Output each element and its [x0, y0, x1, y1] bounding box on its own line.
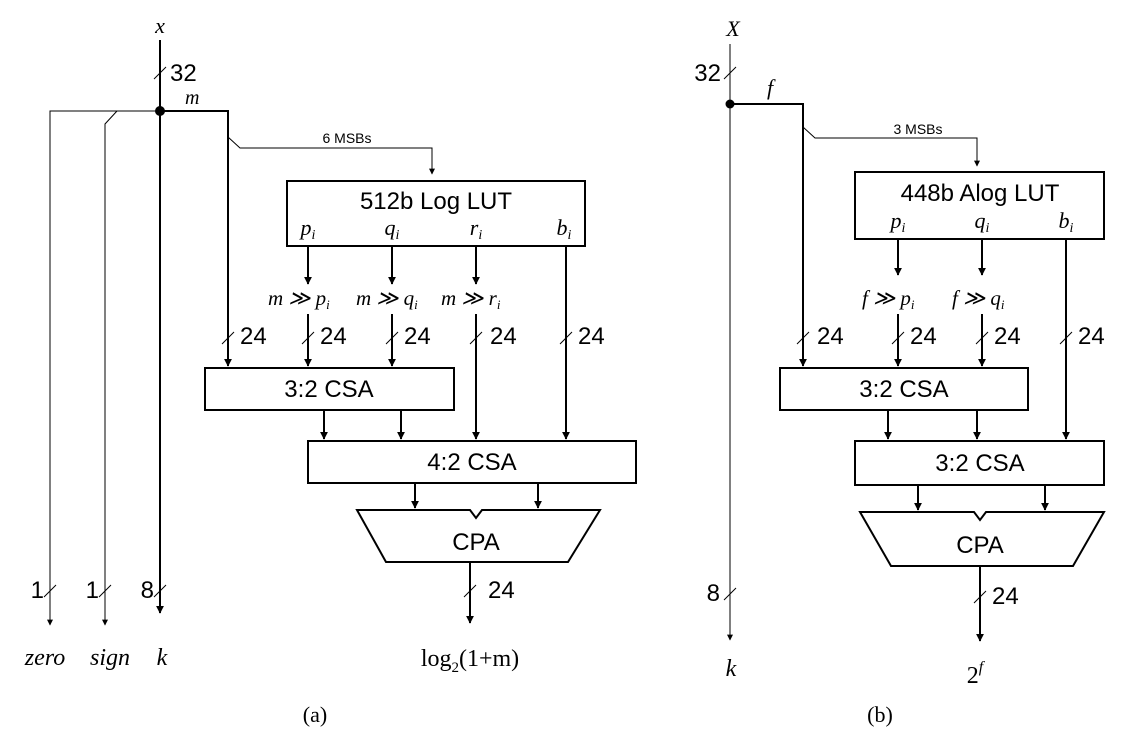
bus-slash: [891, 331, 905, 345]
lut-out-p: pi: [299, 215, 316, 243]
zero-width-label: 1: [31, 577, 44, 604]
csa-4-2-box: [307, 440, 637, 484]
cpa-block: [355, 509, 602, 563]
bus-slash: [153, 584, 167, 598]
sign-wire: [102, 110, 118, 626]
bus-slash: [469, 331, 483, 345]
zero-wire: [47, 110, 160, 626]
bus-slash: [559, 331, 573, 345]
bus-slash: [796, 331, 810, 345]
output-log2-label: log2(1+m): [421, 646, 519, 676]
input-X-label: X: [725, 16, 741, 41]
shift-r-label: m ≫ ri: [441, 286, 501, 312]
bus-width-f: 24: [817, 323, 844, 350]
bus-width-p: 24: [320, 323, 347, 350]
m-bus-line: [160, 110, 232, 367]
log-lut-title: 512b Log LUT: [360, 188, 512, 215]
bus-width-p-b: 24: [910, 323, 937, 350]
bus-slash: [43, 584, 57, 598]
input-width-label: 32: [170, 60, 197, 87]
log-lut-box: [286, 180, 586, 247]
bus-slash: [98, 584, 112, 598]
csa-3-2-box: [204, 367, 455, 411]
out-width-label: 24: [488, 577, 515, 604]
lut-b-out-b: bi: [1059, 208, 1074, 236]
f-bus-line: [730, 103, 807, 367]
k-output-label: k: [157, 645, 168, 671]
csa-3-2-label-b1: 3:2 CSA: [859, 376, 948, 403]
bus-width-m: 24: [240, 323, 267, 350]
m-label: m: [185, 87, 199, 109]
shift-p-label-b: f ≫ pi: [862, 286, 915, 312]
csa-3-2-label: 3:2 CSA: [284, 376, 373, 403]
bus-slash: [973, 590, 987, 604]
bus-slash: [723, 587, 737, 601]
msb-wire: [227, 136, 435, 175]
csa-3-2-box-b1: [779, 367, 1029, 411]
bus-slash: [385, 331, 399, 345]
lut-out-q: qi: [385, 215, 400, 243]
csa-3-2-box-b2: [854, 440, 1105, 486]
panel-a: x 32 m 6 MSBs 512b Log LUT pi qi ri bi m…: [24, 13, 637, 727]
cpa-label-b: CPA: [956, 532, 1004, 559]
k-width-label-b: 8: [707, 580, 720, 607]
msb-label-b: 3 MSBs: [893, 121, 942, 137]
shift-p-label: m ≫ pi: [268, 286, 330, 312]
caption-a: (a): [303, 702, 327, 727]
zero-output-label: zero: [24, 645, 65, 671]
sign-width-label: 1: [86, 577, 99, 604]
sign-output-label: sign: [90, 645, 130, 671]
bus-width-q: 24: [404, 323, 431, 350]
bus-slash: [463, 584, 477, 598]
bus-slash: [301, 331, 315, 345]
cpa-label: CPA: [452, 529, 500, 556]
input-width-label-b: 32: [694, 60, 721, 87]
shift-q-label: m ≫ qi: [356, 286, 418, 312]
output-2f-label: 2f: [967, 659, 986, 689]
msb-label: 6 MSBs: [322, 130, 371, 146]
cpa-block-b: [858, 511, 1106, 567]
alog-lut-title: 448b Alog LUT: [901, 180, 1060, 207]
bus-slash: [1059, 331, 1073, 345]
msb-wire-b: [802, 126, 980, 167]
lut-b-out-p: pi: [889, 208, 906, 236]
bus-width-b-b: 24: [1078, 323, 1105, 350]
bus-width-r: 24: [490, 323, 517, 350]
caption-b: (b): [867, 702, 893, 727]
bus-slash: [975, 331, 989, 345]
input-x-label: x: [154, 13, 165, 38]
lut-b-out-q: qi: [975, 208, 990, 236]
lut-out-r: ri: [470, 215, 483, 243]
bus-width-b: 24: [578, 323, 605, 350]
k-width-label: 8: [141, 577, 154, 604]
csa-4-2-label: 4:2 CSA: [427, 449, 516, 476]
alog-lut-box: [854, 171, 1105, 240]
shift-q-label-b: f ≫ qi: [952, 286, 1005, 312]
out-width-label-b: 24: [992, 583, 1019, 610]
bus-slash: [221, 331, 235, 345]
bus-slash: [153, 66, 167, 80]
bus-width-q-b: 24: [994, 323, 1021, 350]
k-output-label-b: k: [726, 656, 737, 682]
lut-out-b: bi: [557, 215, 572, 243]
csa-3-2-label-b2: 3:2 CSA: [935, 450, 1024, 477]
bus-slash: [723, 66, 737, 80]
panel-b: X 32 f 3 MSBs 448b Alog LUT pi qi bi f ≫…: [694, 16, 1106, 727]
f-label: f: [767, 75, 776, 100]
